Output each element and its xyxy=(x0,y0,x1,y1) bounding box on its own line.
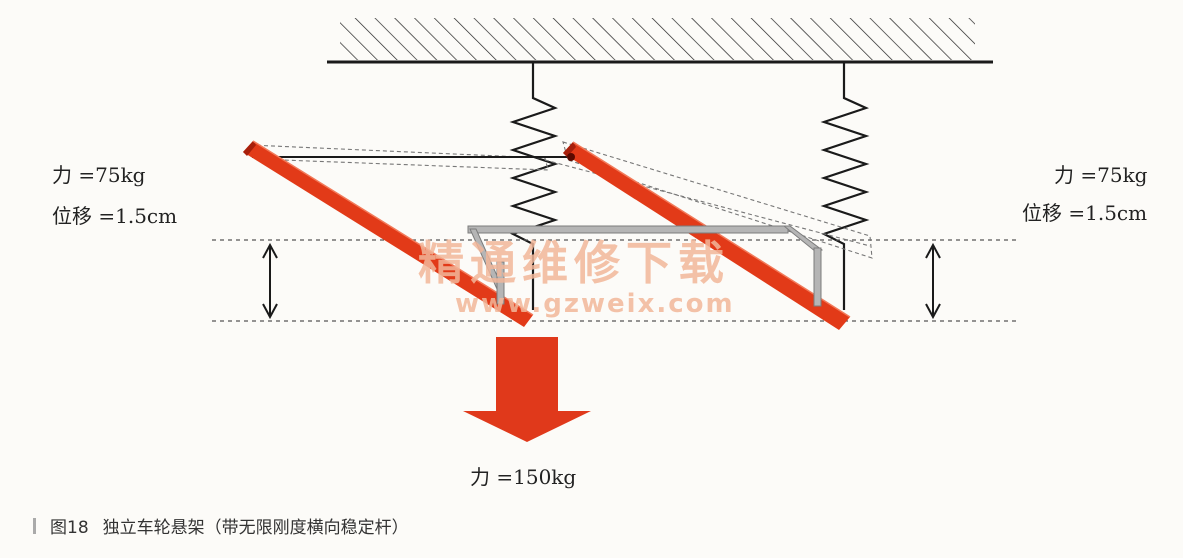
stabilizer-bar xyxy=(467,225,824,307)
watermark-url: www.gzweix.com xyxy=(455,289,735,319)
ceiling xyxy=(327,18,993,64)
right-displacement-arrow xyxy=(925,242,941,320)
caption-marker xyxy=(33,517,36,534)
right-spring xyxy=(820,62,870,258)
figure-caption: 图18 独立车轮悬架（带无限刚度横向稳定杆） xyxy=(33,513,409,538)
load-force-arrow xyxy=(463,337,591,442)
figure-title: 独立车轮悬架（带无限刚度横向稳定杆） xyxy=(102,518,409,538)
pivot-joint xyxy=(567,153,575,161)
figure-number: 图18 xyxy=(50,518,89,538)
left-control-arm xyxy=(243,140,534,327)
watermark-chinese: 精通维修下载 xyxy=(418,236,730,290)
left-displacement-label: 位移 =1.5cm xyxy=(52,204,178,228)
left-displacement-arrow xyxy=(262,242,278,320)
bottom-force-label: 力 =150kg xyxy=(470,465,577,489)
left-force-label: 力 =75kg xyxy=(52,163,146,187)
right-displacement-label: 位移 =1.5cm xyxy=(1022,201,1148,225)
right-force-label: 力 =75kg xyxy=(1054,163,1148,187)
